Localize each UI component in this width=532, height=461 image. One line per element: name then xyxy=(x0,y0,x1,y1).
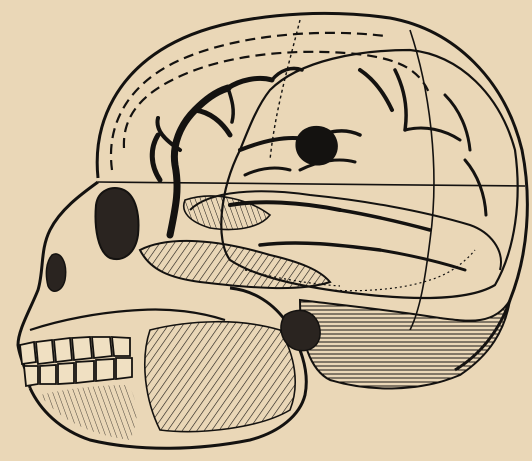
orbit xyxy=(96,188,139,259)
mastoid-patch xyxy=(281,310,320,350)
nasal-aperture xyxy=(46,254,65,291)
mandible-ramus-shade xyxy=(145,322,295,432)
